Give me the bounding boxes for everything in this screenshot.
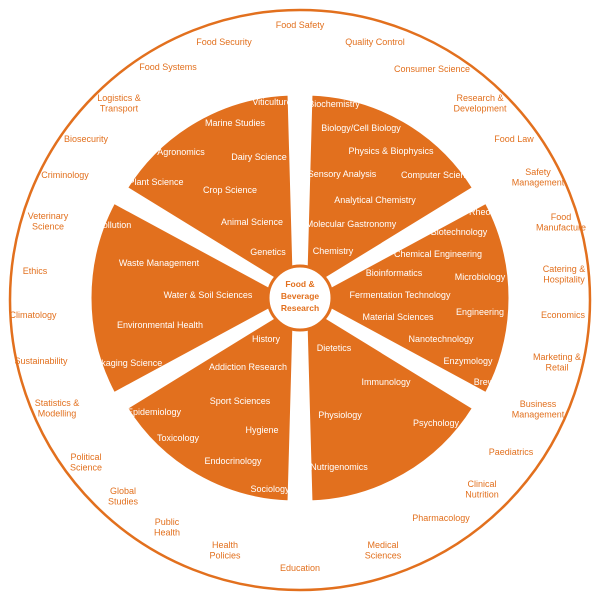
center-line-3: Research	[281, 303, 319, 313]
outer-item: Paediatrics	[489, 447, 534, 457]
outer-item: Sustainability	[14, 356, 68, 366]
outer-item: Education	[280, 563, 320, 573]
inner-item-food-supply: Marine Studies	[205, 118, 266, 128]
outer-item: Food Systems	[139, 62, 197, 72]
inner-item-food-technology: Nanotechnology	[408, 334, 474, 344]
outer-item: Statistics &Modelling	[35, 398, 80, 418]
inner-item-food-technology: Chemical Engineering	[394, 249, 482, 259]
outer-item: Marketing &Retail	[533, 352, 581, 372]
inner-item-food-science: Molecular Gastronomy	[306, 219, 397, 229]
center-line-2: Beverage	[281, 291, 320, 301]
sector-title-environment: ENVIRONMENT	[73, 250, 87, 346]
inner-item-food-technology: Biotechnology	[431, 227, 488, 237]
inner-item-food-technology: Fermentation Technology	[350, 290, 451, 300]
inner-item-environment: Pollution	[97, 220, 132, 230]
inner-item-food-technology: Brewing	[474, 377, 507, 387]
outer-item: Food Security	[196, 37, 252, 47]
outer-item: Climatology	[9, 310, 57, 320]
inner-item-health: Toxicology	[157, 433, 200, 443]
sectors	[88, 92, 512, 504]
center-circle	[266, 264, 334, 332]
inner-item-nutrition: Immunology	[361, 377, 411, 387]
inner-item-health: History	[252, 334, 281, 344]
outer-item: Food Law	[494, 134, 534, 144]
sector-health	[124, 306, 296, 504]
inner-item-nutrition: Physiology	[318, 410, 362, 420]
sector-food-science	[304, 92, 476, 290]
outer-item: Criminology	[41, 170, 89, 180]
inner-item-food-science: Biochemistry	[308, 99, 360, 109]
inner-item-nutrition: Dietetics	[317, 343, 352, 353]
outer-item: Research &Development	[453, 93, 507, 113]
inner-item-food-technology: Bioinformatics	[366, 268, 423, 278]
center-line-1: Food &	[285, 279, 314, 289]
inner-item-health: Addiction Research	[209, 362, 287, 372]
inner-item-food-science: Biology/Cell Biology	[321, 123, 401, 133]
inner-item-food-supply: Plant Science	[128, 177, 183, 187]
sector-nutrition	[304, 306, 476, 504]
inner-item-health: Hygiene	[245, 425, 278, 435]
outer-item: Pharmacology	[412, 513, 470, 523]
inner-item-food-technology: Rheology	[469, 207, 508, 217]
inner-item-nutrition: Nutrigenomics	[310, 462, 368, 472]
sector-title-food-technology: FOOD TECHNOLOGY	[507, 232, 521, 365]
inner-item-food-science: Chemistry	[313, 246, 354, 256]
outer-item: Biosecurity	[64, 134, 109, 144]
inner-item-health: Endocrinology	[204, 456, 262, 466]
inner-item-food-supply: Viticulture	[252, 97, 291, 107]
sector-food-supply	[124, 92, 296, 290]
inner-item-environment: Water & Soil Sciences	[164, 290, 253, 300]
inner-item-food-technology: Microbiology	[455, 272, 506, 282]
inner-item-food-supply: Crop Science	[203, 185, 257, 195]
outer-item: Economics	[541, 310, 586, 320]
inner-item-environment: Packaging Science	[86, 358, 163, 368]
inner-item-food-technology: Enzymology	[443, 356, 493, 366]
inner-item-food-supply: Animal Science	[221, 217, 283, 227]
sector-food-technology	[313, 200, 512, 396]
inner-item-nutrition: Psychology	[413, 418, 460, 428]
inner-item-health: Epidemiology	[127, 407, 182, 417]
outer-item: Catering &Hospitality	[543, 264, 586, 284]
sector-environment	[88, 200, 287, 396]
outer-item: Food Safety	[276, 20, 325, 30]
inner-item-environment: Waste Management	[119, 258, 200, 268]
inner-item-food-technology: Engineering	[456, 307, 504, 317]
inner-item-food-science: Sensory Analysis	[308, 169, 377, 179]
inner-item-food-science: Physics & Biophysics	[348, 146, 434, 156]
inner-item-health: Sociology	[250, 484, 290, 494]
inner-item-food-technology: Material Sciences	[362, 312, 434, 322]
inner-item-food-supply: Agronomics	[157, 147, 205, 157]
inner-item-food-science: Analytical Chemistry	[334, 195, 416, 205]
inner-item-food-supply: Genetics	[250, 247, 286, 257]
outer-item: Consumer Science	[394, 64, 470, 74]
inner-item-food-science: Computer Science	[401, 170, 475, 180]
outer-item: Quality Control	[345, 37, 405, 47]
inner-item-environment: Environmental Health	[117, 320, 203, 330]
inner-item-health: Sport Sciences	[210, 396, 271, 406]
outer-item: Logistics &Transport	[97, 93, 141, 113]
inner-item-food-supply: Dairy Science	[231, 152, 287, 162]
outer-item: Ethics	[23, 266, 48, 276]
